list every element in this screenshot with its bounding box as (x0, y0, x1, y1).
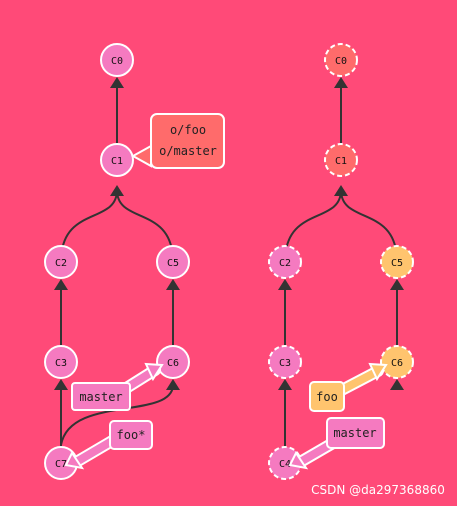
arrowhead (278, 379, 292, 390)
commit-label: C7 (55, 459, 67, 470)
right-commit-c3: C3 (268, 345, 302, 379)
commit-label: C3 (55, 358, 67, 369)
commit-label: C2 (55, 258, 67, 269)
left-commit-c2: C2 (44, 245, 78, 279)
right-commit-c4: C4 (268, 446, 302, 480)
left-remote-branch-label: o/foo o/master (130, 113, 225, 169)
right-commit-c1: C1 (324, 143, 358, 177)
arrowhead (110, 77, 124, 88)
arrowhead (390, 379, 404, 390)
left-commit-c1: C1 (100, 143, 134, 177)
arrowhead (110, 185, 124, 196)
left-commit-c0: C0 (100, 43, 134, 77)
commit-label: C2 (279, 258, 291, 269)
right-arrowheads (278, 77, 404, 390)
watermark-text: CSDN @da297368860 (311, 483, 445, 497)
arrowhead (166, 279, 180, 290)
left-foo-label: foo* (64, 420, 153, 470)
left-master-label: master (71, 362, 164, 411)
arrowhead (390, 279, 404, 290)
label-master: master (333, 426, 376, 440)
arrowhead (278, 279, 292, 290)
commit-label: C6 (391, 358, 403, 369)
label-foo: foo (316, 390, 338, 404)
commit-label: C1 (111, 156, 123, 167)
left-commit-c3: C3 (44, 345, 78, 379)
edge-c2-c1 (284, 189, 342, 263)
left-commit-c5: C5 (156, 245, 190, 279)
arrowhead (334, 185, 348, 196)
commit-label: C3 (279, 358, 291, 369)
label-foo-star: foo* (117, 428, 146, 442)
right-commit-c2: C2 (268, 245, 302, 279)
commit-label: C1 (335, 156, 347, 167)
right-commit-c5: C5 (380, 245, 414, 279)
right-commit-c0: C0 (324, 43, 358, 77)
arrowhead (166, 379, 180, 390)
commit-label: C0 (111, 56, 123, 67)
commit-label: C6 (167, 358, 179, 369)
arrowhead (54, 379, 68, 390)
commit-label: C4 (279, 459, 291, 470)
commit-label: C5 (391, 258, 403, 269)
right-master-label: master (288, 417, 385, 470)
arrowhead (334, 77, 348, 88)
right-foo-label: foo (309, 362, 388, 412)
label-o-master: o/master (159, 144, 217, 158)
commit-label: C0 (335, 56, 347, 67)
right-commit-c6: C6 (380, 345, 414, 379)
label-master: master (79, 390, 122, 404)
label-o-foo: o/foo (170, 123, 206, 137)
commit-label: C5 (167, 258, 179, 269)
arrowhead (54, 279, 68, 290)
left-arrowheads (54, 77, 180, 390)
left-commit-c6: C6 (156, 345, 190, 379)
